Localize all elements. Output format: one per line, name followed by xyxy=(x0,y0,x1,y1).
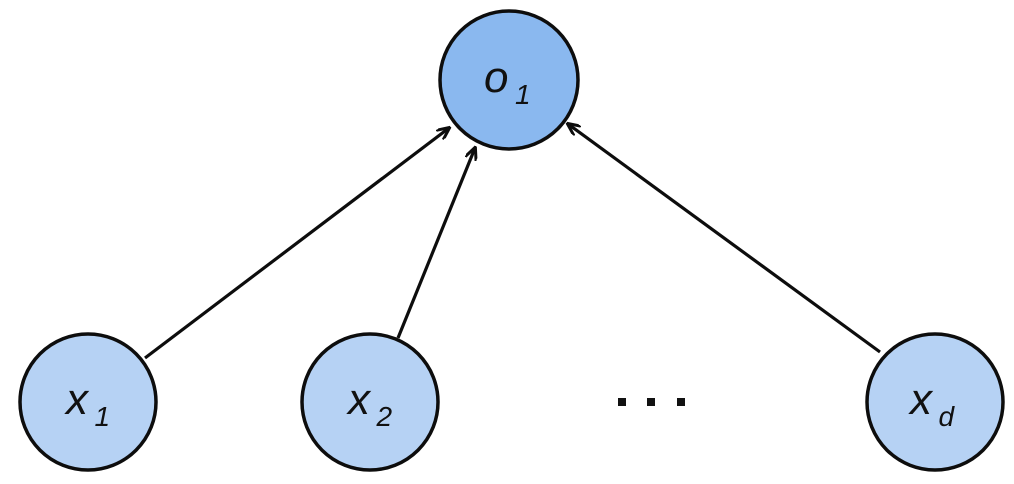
input-node-x2-label: x 2 xyxy=(346,375,392,432)
input-node-xd-circle xyxy=(865,332,1005,472)
input-node-x1-circle xyxy=(18,332,158,472)
ellipsis-dot xyxy=(647,398,655,406)
edge-x2-to-o1 xyxy=(396,148,475,339)
input-node-xd-sub: d xyxy=(938,401,955,432)
output-node-o1: o 1 xyxy=(438,9,580,151)
input-node-x2-var: x xyxy=(346,375,372,424)
edge-xd-to-o1 xyxy=(568,124,881,354)
input-node-xd-var: x xyxy=(908,375,934,424)
input-node-x2-sub: 2 xyxy=(375,401,392,432)
ellipsis-dot xyxy=(618,398,626,406)
input-node-x1-sub: 1 xyxy=(94,401,110,432)
input-node-x1-label: x 1 xyxy=(64,375,110,432)
input-node-xd: x d xyxy=(865,332,1005,472)
output-node-label: o 1 xyxy=(484,53,531,110)
edge-x1-to-o1 xyxy=(144,128,449,360)
input-node-x1: x 1 xyxy=(18,332,158,472)
ellipsis xyxy=(618,398,685,406)
output-node-circle xyxy=(438,9,580,151)
output-node-var: o xyxy=(484,53,508,102)
input-node-x1-var: x xyxy=(64,375,90,424)
input-node-x2: x 2 xyxy=(300,332,440,472)
input-node-xd-label: x d xyxy=(908,375,955,432)
input-node-x2-circle xyxy=(300,332,440,472)
output-node-sub: 1 xyxy=(515,79,531,110)
ellipsis-dot xyxy=(677,398,685,406)
